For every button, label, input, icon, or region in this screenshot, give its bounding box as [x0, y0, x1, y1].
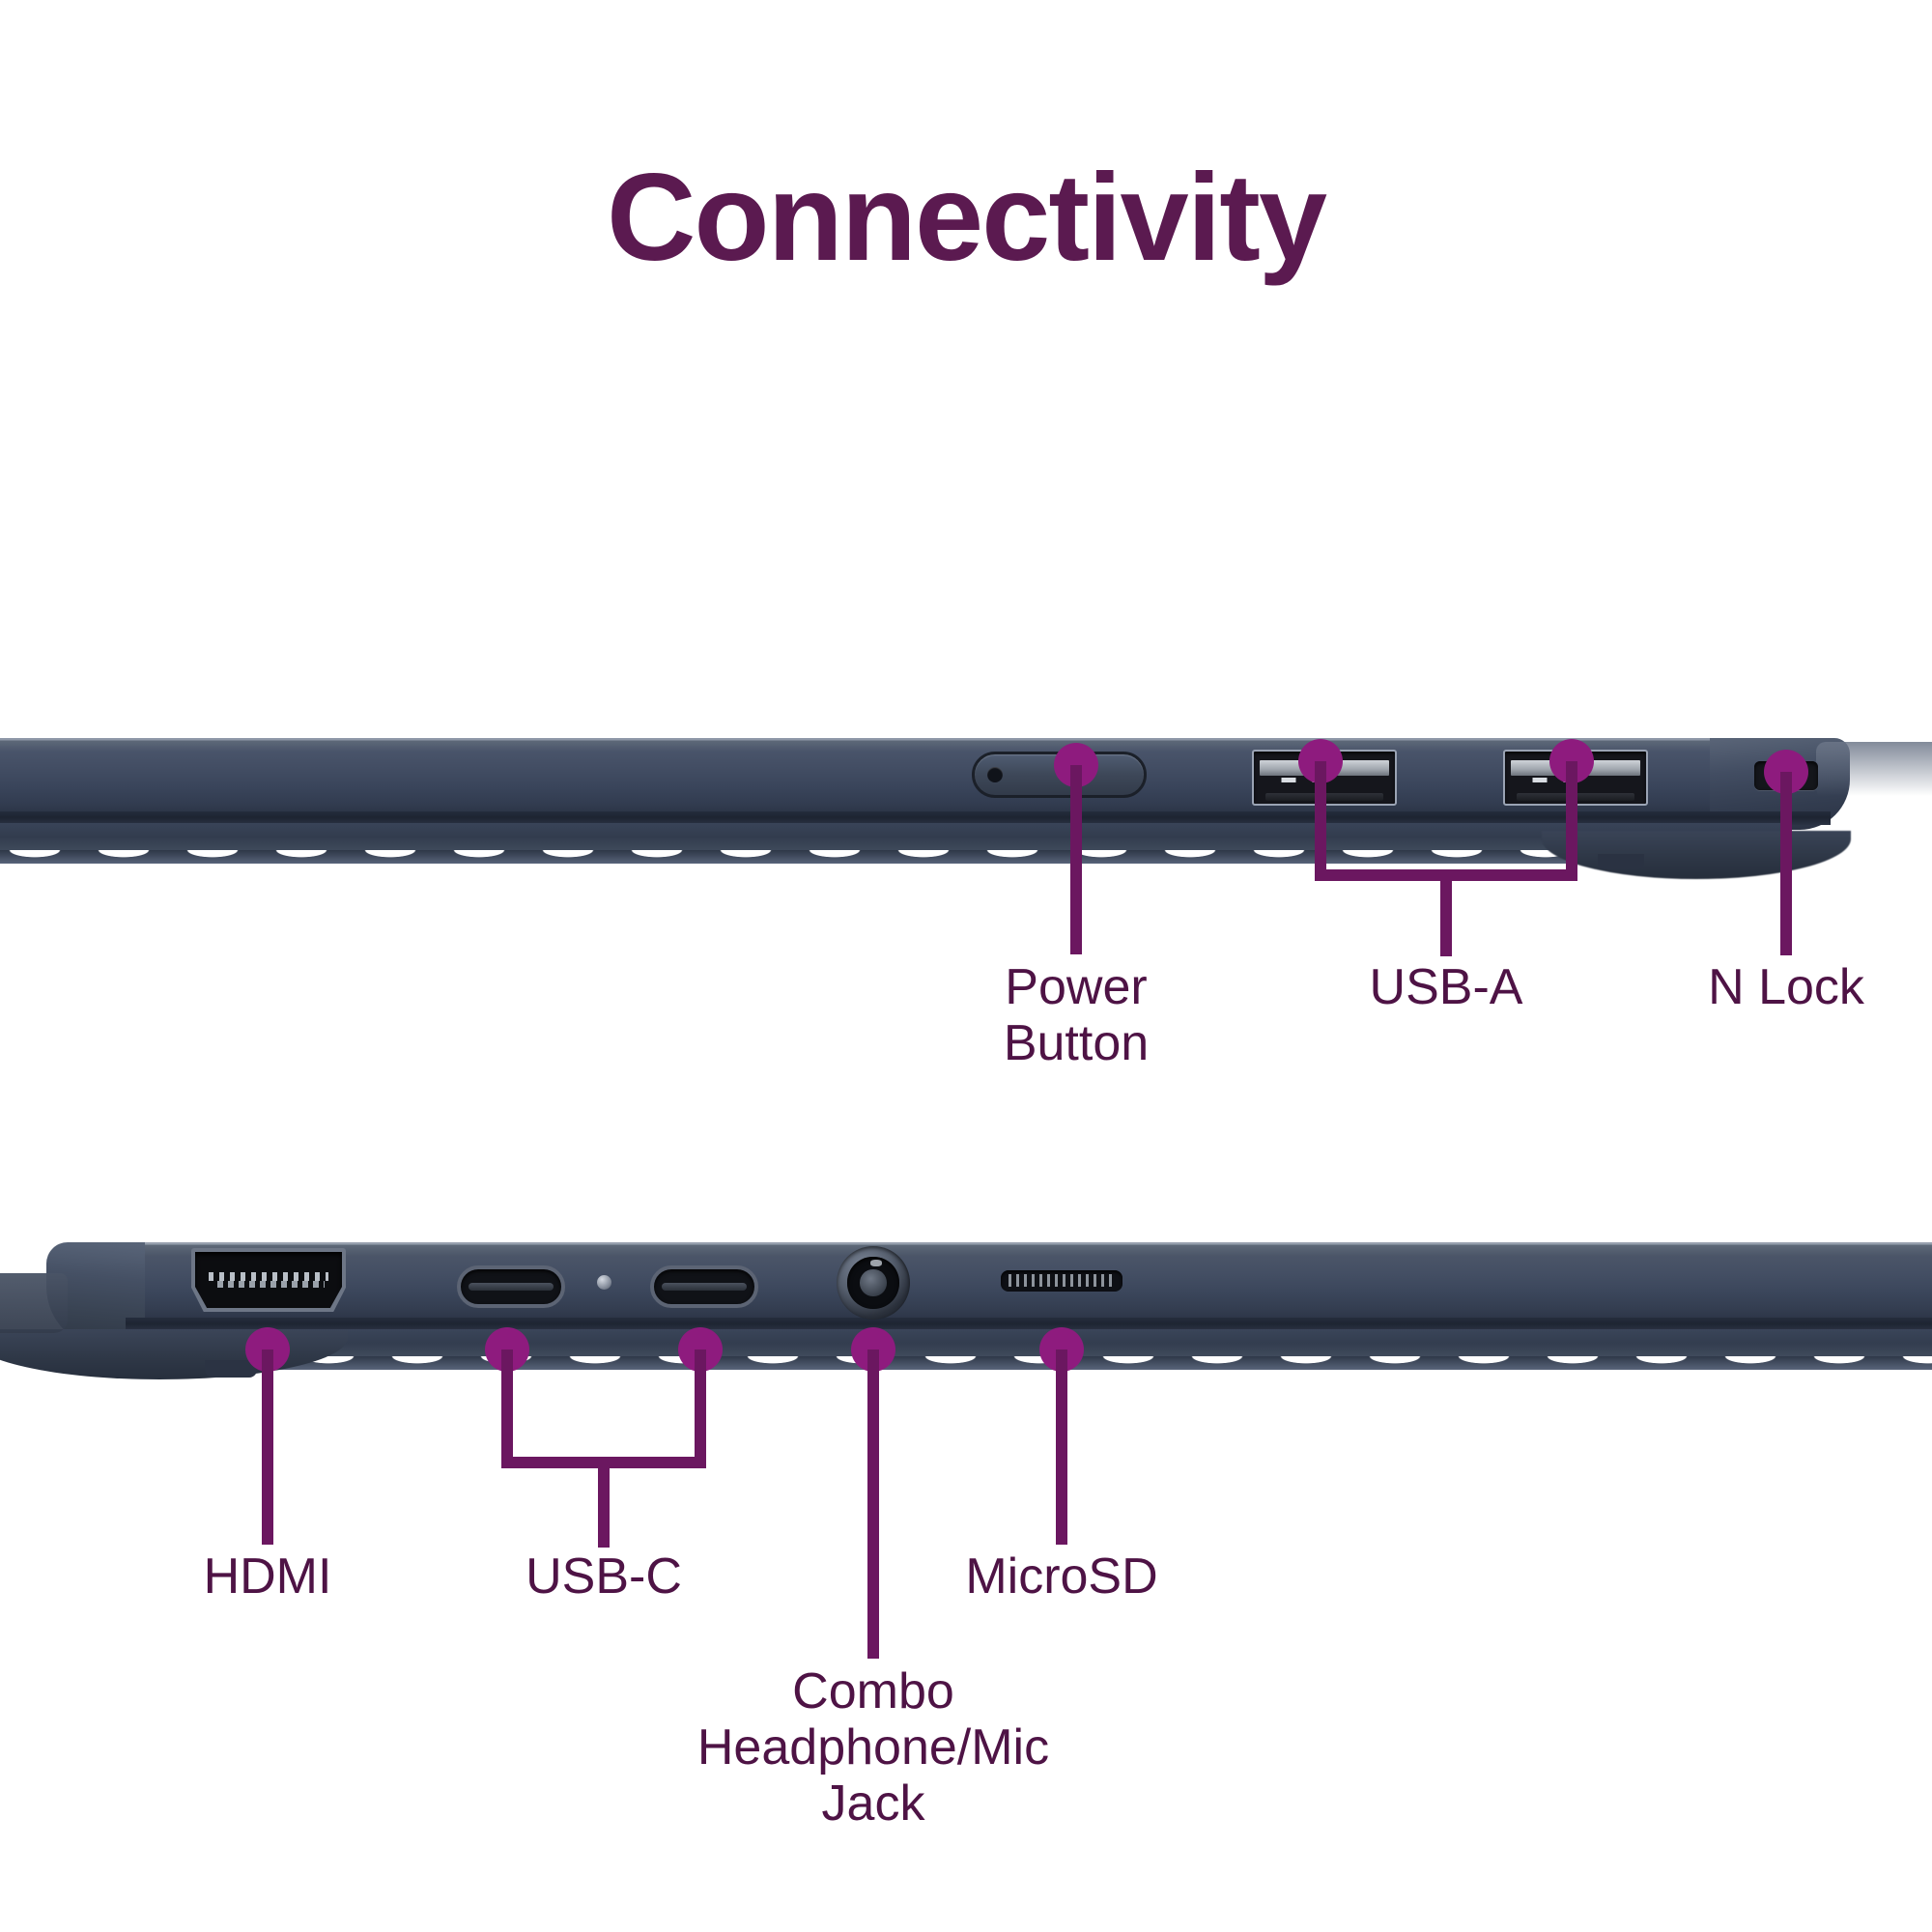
microsd-slot-icon[interactable] [1001, 1270, 1122, 1292]
callout-line-usb-c-2 [695, 1350, 706, 1457]
usb-c-inner-bar [469, 1283, 554, 1291]
callout-line-microsd [1056, 1350, 1067, 1545]
usb-c-port-icon[interactable] [457, 1265, 565, 1308]
laptop-hinge-band [0, 811, 1831, 825]
callout-line-combo-jack [867, 1350, 879, 1659]
laptop-foot-top [1598, 854, 1644, 869]
status-led-icon [597, 1275, 611, 1290]
callout-stem-usb-c [598, 1457, 610, 1548]
usb-c-inner-bar [662, 1283, 747, 1291]
laptop-lid-left-lobe [0, 1329, 348, 1379]
audio-jack-glint [869, 1259, 883, 1266]
hdmi-teeth-upper [208, 1271, 329, 1282]
usb-c-port-icon[interactable] [650, 1265, 758, 1308]
laptop-left-side-image [0, 1215, 1932, 1408]
page-title: Connectivity [606, 149, 1327, 287]
callout-label-usb-a: USB-A [1369, 959, 1523, 1015]
callout-line-hdmi [262, 1350, 273, 1545]
audio-jack-ring-inner [860, 1269, 887, 1296]
laptop-left-edge-sliver [0, 1273, 68, 1333]
callout-line-n-lock [1780, 772, 1792, 955]
callout-line-usb-a-2 [1566, 761, 1577, 869]
laptop-hinge-band-bottom [126, 1318, 1932, 1331]
laptop-underside-scallop [0, 850, 1787, 864]
power-led-icon [987, 767, 1003, 782]
callout-label-n-lock: N Lock [1708, 959, 1864, 1015]
callout-label-microsd: MicroSD [965, 1548, 1158, 1605]
callout-line-usb-c-1 [501, 1350, 513, 1457]
laptop-lid-right-lobe [1542, 831, 1851, 879]
laptop-right-side-image [0, 719, 1932, 893]
microsd-contacts [1008, 1273, 1116, 1287]
callout-label-usb-c: USB-C [526, 1548, 682, 1605]
laptop-right-edge-sliver [1816, 742, 1932, 806]
callout-label-power-button: Power Button [1003, 959, 1150, 1071]
laptop-underside-scallop-2 [106, 1356, 1932, 1370]
callout-label-hdmi: HDMI [203, 1548, 332, 1605]
laptop-foot-bottom [205, 1360, 257, 1378]
hdmi-teeth-lower [213, 1281, 325, 1289]
callout-stem-usb-a [1440, 869, 1452, 956]
callout-line-usb-a-1 [1315, 761, 1326, 869]
callout-line-power-button [1070, 765, 1082, 954]
audio-jack-icon[interactable] [837, 1246, 910, 1320]
callout-label-combo-jack: Combo Headphone/Mic Jack [696, 1663, 1050, 1832]
hdmi-port-icon[interactable] [191, 1248, 346, 1312]
